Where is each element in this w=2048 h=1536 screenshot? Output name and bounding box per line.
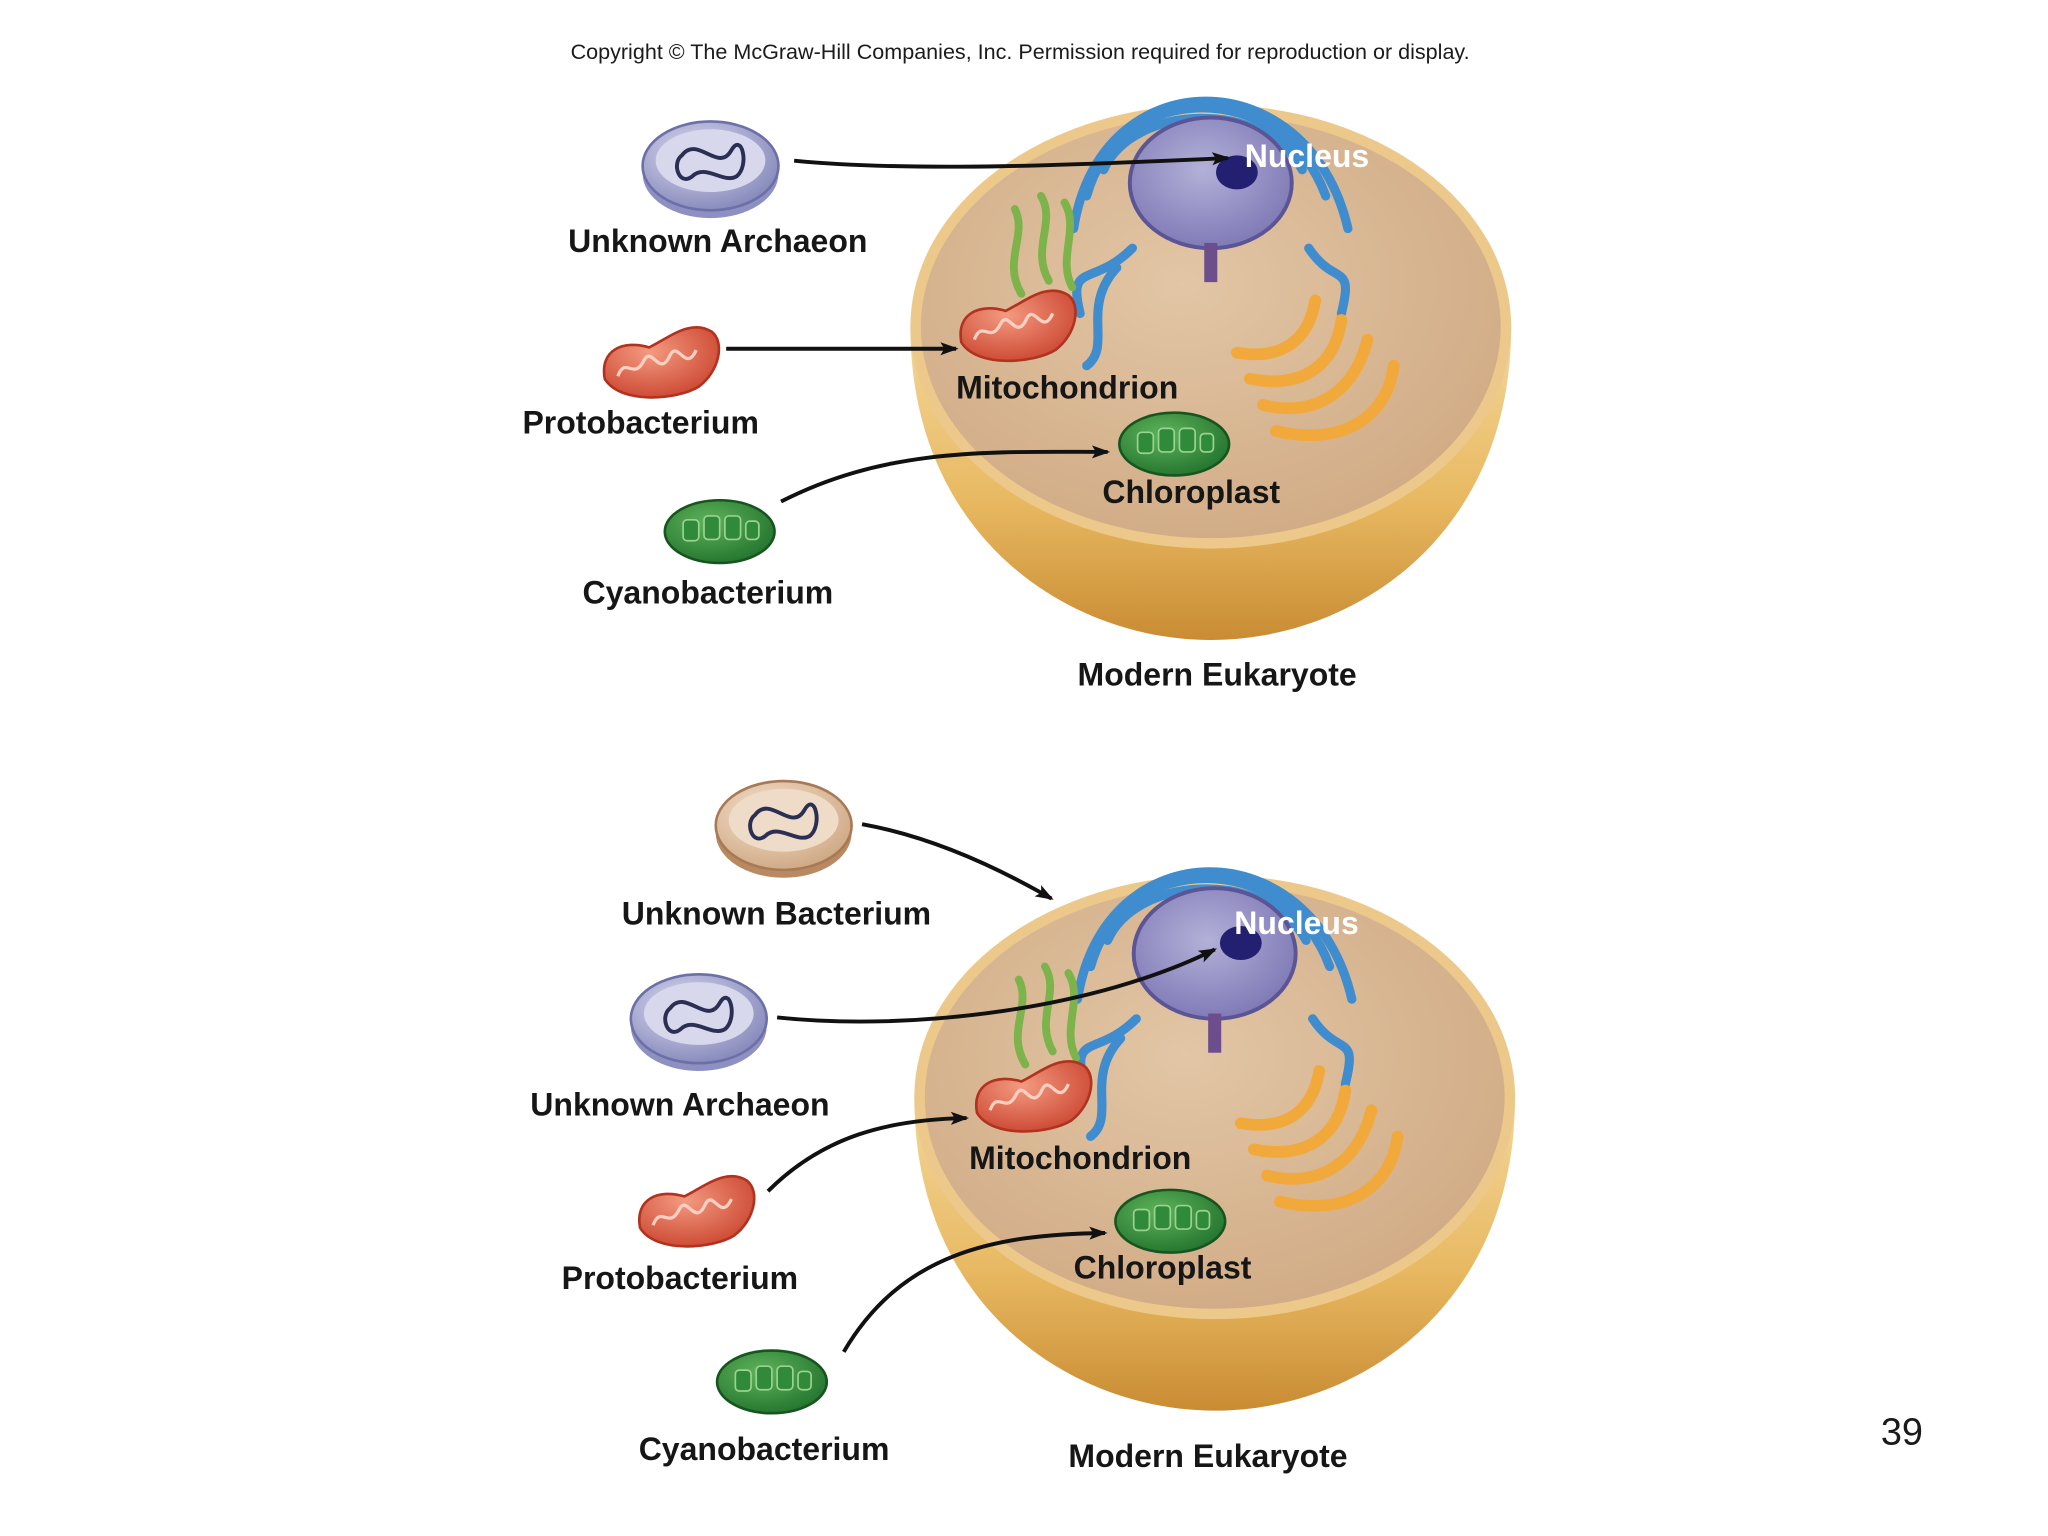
copyright-notice: Copyright © The McGraw-Hill Companies, I…	[570, 40, 1470, 64]
bottom-bacterium-icon	[713, 779, 854, 880]
bottom-archaeon-icon	[628, 972, 769, 1073]
top-protobacterium-icon	[602, 325, 721, 400]
bottom-arrow-bacterium-cell	[861, 822, 1054, 901]
bottom-cyanobacterium-icon	[715, 1349, 829, 1415]
top-label-protobacterium: Protobacterium	[522, 406, 759, 442]
bottom-label-modern-eukaryote: Modern Eukaryote	[1068, 1439, 1348, 1475]
top-chloroplast-icon	[1118, 411, 1231, 477]
top-panel	[602, 101, 1511, 640]
top-label-chloroplast: Chloroplast	[1102, 475, 1281, 511]
top-label-modern-eukaryote: Modern Eukaryote	[1077, 658, 1357, 694]
top-label-mitochondrion: Mitochondrion	[956, 370, 1179, 407]
bottom-chloroplast-icon	[1114, 1188, 1227, 1254]
bottom-label-mitochondrion: Mitochondrion	[969, 1141, 1192, 1177]
bottom-label-unknown-archaeon: Unknown Archaeon	[530, 1087, 830, 1124]
top-cyanobacterium-icon	[663, 498, 776, 565]
bottom-label-nucleus: Nucleus	[1234, 906, 1359, 942]
top-arrow-archaeon-nucleus	[793, 152, 1231, 169]
top-label-nucleus: Nucleus	[1244, 139, 1370, 176]
bottom-arrow-protobacterium-mitochondrion	[766, 1111, 970, 1193]
top-label-unknown-archaeon: Unknown Archaeon	[568, 224, 868, 260]
top-archaeon-icon	[640, 119, 781, 221]
bottom-label-chloroplast: Chloroplast	[1073, 1251, 1252, 1287]
bottom-label-unknown-bacterium: Unknown Bacterium	[621, 897, 932, 933]
bottom-panel	[628, 779, 1515, 1415]
bottom-arrow-cyanobacterium-chloroplast	[842, 1226, 1108, 1353]
top-arrow-cyanobacterium-chloroplast	[780, 445, 1111, 504]
bottom-label-protobacterium: Protobacterium	[561, 1261, 799, 1297]
bottom-protobacterium-icon	[637, 1174, 756, 1249]
bottom-label-cyanobacterium: Cyanobacterium	[638, 1432, 890, 1469]
top-label-cyanobacterium: Cyanobacterium	[582, 575, 834, 612]
page-number: 39	[1880, 1411, 1923, 1454]
bottom-arrow-archaeon-nucleus	[776, 947, 1218, 1024]
